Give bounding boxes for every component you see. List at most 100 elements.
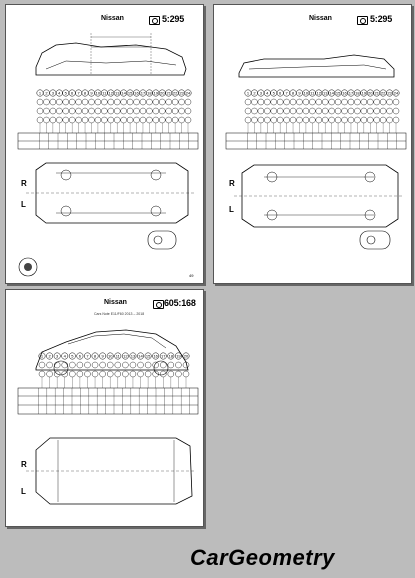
detail-symbol [99,370,106,378]
detail-symbol [322,107,329,115]
point-number-10: 10 [96,91,101,96]
detail-symbol [354,98,361,106]
detail-symbol [152,116,160,124]
point-number-12: 12 [109,91,114,96]
detail-symbol [88,107,95,115]
detail-symbol [68,107,76,115]
point-marker-4 [61,352,69,360]
detail-symbol [283,98,290,106]
detail-symbol [276,116,284,124]
detail-symbol [137,361,144,369]
point-marker-24 [392,89,400,97]
point-number-18: 18 [169,354,174,359]
detail-symbol [152,98,160,106]
sheet-bottom: Nissan Cars Note E11/F60 2013 – 2018 605… [5,289,204,527]
detail-symbol [283,116,290,124]
detail-symbol [309,116,316,124]
detail-symbol [114,98,121,106]
detail-symbol [360,107,368,115]
point-number-5: 5 [71,354,74,359]
detail-symbol [354,116,361,124]
detail-symbol [75,107,82,115]
detail-symbol [144,370,152,378]
detail-symbol [126,107,134,115]
detail-symbol [146,116,153,124]
detail-symbol [315,107,322,115]
sheet2-label-l: L [229,205,234,214]
point-number-16: 16 [134,91,139,96]
detail-symbol [76,370,84,378]
detail-symbol [347,98,355,106]
detail-symbol [182,370,190,378]
detail-symbol [36,98,44,106]
detail-symbol [114,370,121,378]
point-number-20: 20 [184,354,189,359]
detail-symbol [129,361,137,369]
camera-icon [149,16,160,25]
detail-symbol [56,107,63,115]
sheet3-brand: Nissan [104,299,127,306]
point-number-10: 10 [304,91,309,96]
detail-symbol [46,370,53,378]
point-number-15: 15 [146,354,151,359]
detail-symbol [244,116,252,124]
point-number-6: 6 [79,354,82,359]
point-number-3: 3 [56,354,59,359]
point-marker-17 [159,352,167,360]
point-number-8: 8 [84,91,87,96]
detail-symbol [56,98,63,106]
detail-symbol [75,98,82,106]
point-number-19: 19 [362,91,367,96]
detail-symbol [139,107,147,115]
sheet3-code: 605:168 [164,298,196,308]
detail-symbol [99,361,106,369]
point-number-7: 7 [86,354,89,359]
sheet3-subtitle: Cars Note E11/F60 2013 – 2018 [94,312,145,316]
detail-symbol [264,107,271,115]
sheet1-page-number: 49 [189,273,194,278]
detail-symbol [296,107,303,115]
detail-symbol [107,361,114,369]
detail-symbol [165,98,172,106]
detail-symbol [76,361,84,369]
detail-symbol [328,107,335,115]
detail-symbol [296,98,303,106]
detail-symbol [328,98,335,106]
detail-symbol [175,370,182,378]
point-number-6: 6 [71,91,74,96]
detail-symbol [146,107,153,115]
detail-symbol [386,107,393,115]
point-number-14: 14 [329,91,334,96]
point-number-4: 4 [266,91,269,96]
detail-symbol [167,370,175,378]
detail-symbol [184,98,192,106]
detail-symbol [257,116,265,124]
detail-symbol [289,107,297,115]
point-number-17: 17 [161,354,166,359]
point-number-1: 1 [39,91,42,96]
detail-symbol [107,107,114,115]
detail-symbol [129,370,137,378]
point-number-7: 7 [77,91,80,96]
detail-symbol [315,116,322,124]
detail-symbol [165,116,172,124]
point-number-4: 4 [64,354,67,359]
detail-symbol [62,98,69,106]
detail-symbol [68,98,76,106]
detail-symbol [49,116,57,124]
detail-symbol [81,107,89,115]
point-number-13: 13 [131,354,136,359]
detail-symbol [379,116,387,124]
point-marker-2 [46,352,54,360]
point-marker-24 [184,89,192,97]
detail-symbol [114,361,121,369]
point-number-22: 22 [381,91,386,96]
point-number-9: 9 [90,91,93,96]
detail-symbol [94,98,102,106]
detail-symbol [367,116,374,124]
point-number-1: 1 [247,91,250,96]
point-number-4: 4 [58,91,61,96]
point-number-18: 18 [147,91,152,96]
detail-symbol [264,98,271,106]
